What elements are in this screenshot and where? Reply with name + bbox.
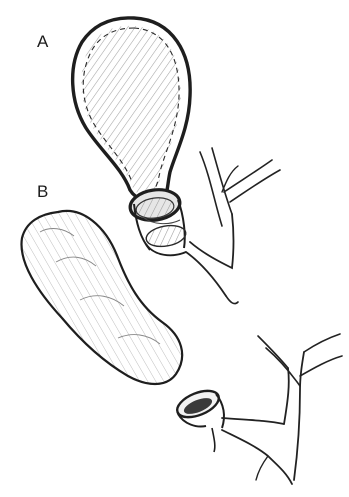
panel-a-neck-ring <box>128 187 187 256</box>
duct-b-trunk-right <box>294 352 304 480</box>
duct-a-branch-right <box>224 160 272 192</box>
duct-b-lower-left <box>256 456 268 480</box>
duct-a-lower-trunk <box>226 296 238 304</box>
panel-a-gallbladder-sac <box>73 18 190 202</box>
panel-label-b: B <box>37 183 48 200</box>
panel-b-duct-tree <box>222 334 342 484</box>
duct-b-branch-right <box>304 334 340 352</box>
duct-a-main-left <box>186 252 226 296</box>
duct-a-branch-right-2 <box>230 170 280 202</box>
duct-b-trunk-left <box>284 368 289 424</box>
duct-b-branch-upper-left-2 <box>266 348 300 386</box>
duct-a-branch-upper-left <box>200 152 222 226</box>
neck-lower-cap <box>145 223 188 250</box>
duct-b-from-stump-top <box>222 418 284 424</box>
stump-tie <box>212 428 215 452</box>
panel-a-duct-tree <box>186 148 280 304</box>
panel-label-a: A <box>37 33 48 50</box>
duct-b-branch-upper-left <box>258 336 288 368</box>
duct-a-branch-upper-left-2 <box>212 148 232 214</box>
panel-b-cut-stump <box>173 386 224 452</box>
sac-a-fill <box>81 26 181 196</box>
duct-b-branch-right-2 <box>300 356 342 376</box>
